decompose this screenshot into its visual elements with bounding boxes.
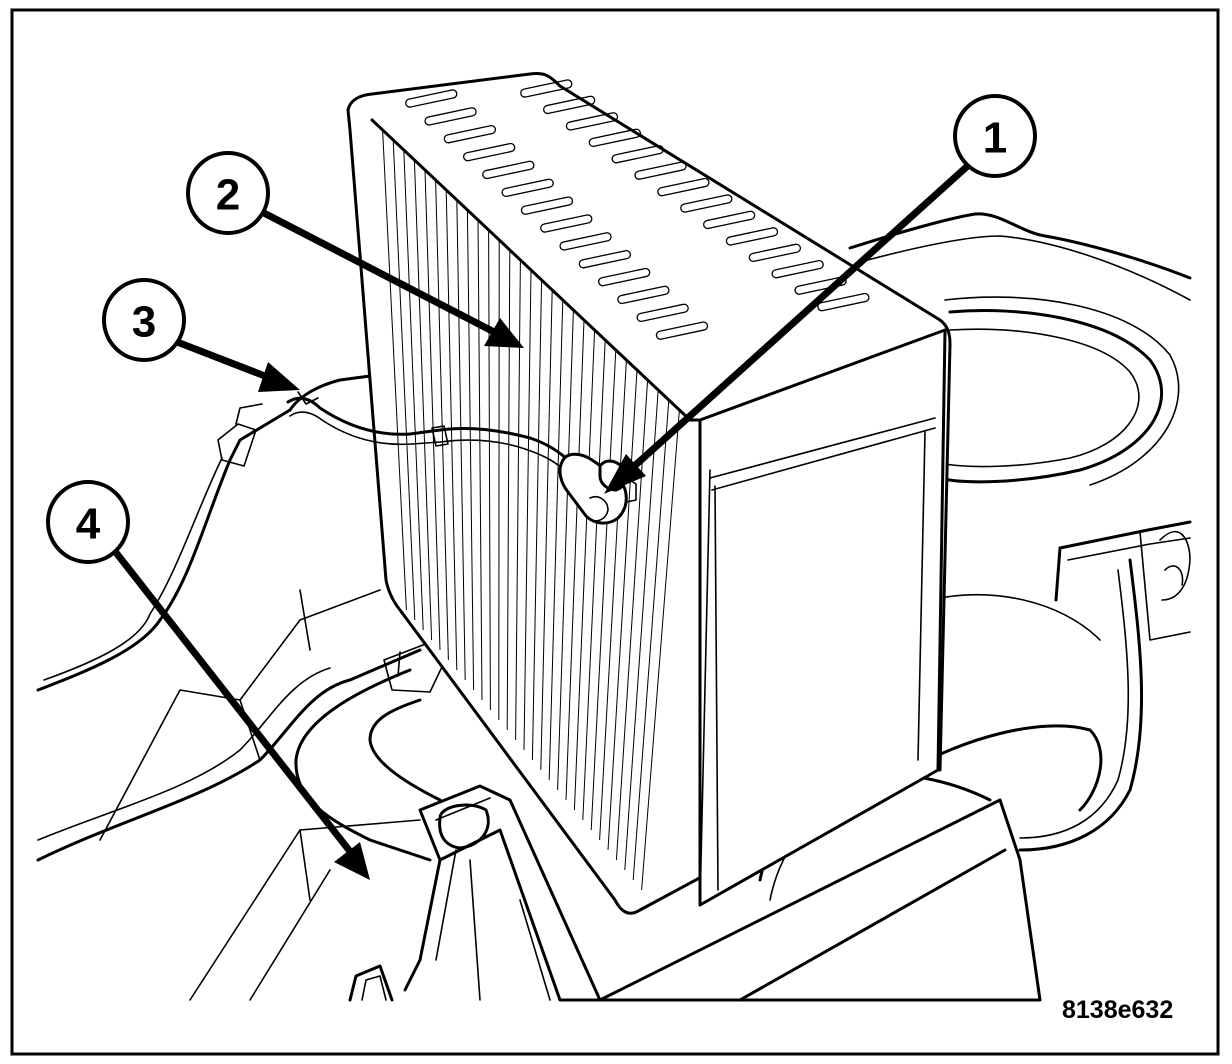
core-slot <box>501 178 554 198</box>
core-slot <box>424 107 477 126</box>
core-slot <box>725 227 779 246</box>
figure-id-label: 8138e632 <box>1062 996 1173 1024</box>
core-slot <box>443 124 497 144</box>
leader-line-3 <box>170 336 272 382</box>
core-slot <box>462 142 516 162</box>
core-slot <box>702 210 756 230</box>
callout-2: 2 <box>186 151 270 235</box>
core-slot <box>597 267 651 287</box>
core-fin-line <box>413 159 433 641</box>
callout-4: 4 <box>46 480 130 564</box>
arrowhead-4 <box>334 842 370 880</box>
svg-text:4: 4 <box>76 500 101 549</box>
core-slot <box>657 177 710 197</box>
core-slot <box>540 214 593 233</box>
leader-line-1 <box>627 159 975 473</box>
core-fin-line <box>531 279 543 761</box>
core-fin-line <box>557 309 574 791</box>
core-fin-line <box>515 259 521 741</box>
svg-text:1: 1 <box>983 114 1007 163</box>
core-slot <box>520 196 574 215</box>
core-fin-line <box>392 139 416 621</box>
core-fin-line <box>582 339 606 821</box>
core-fins <box>382 129 680 891</box>
svg-text:2: 2 <box>216 171 240 220</box>
core-slot <box>794 276 847 295</box>
core-fin-line <box>523 269 532 751</box>
evaporator-core <box>346 72 952 915</box>
core-fin-line <box>548 299 564 781</box>
core-slot <box>634 161 687 180</box>
core-fin-line <box>540 289 553 771</box>
core-fin-line <box>573 329 596 811</box>
core-slot <box>520 79 573 98</box>
core-fin-line <box>382 129 407 611</box>
core-fin-line <box>477 219 483 701</box>
core-fin-line <box>590 349 617 831</box>
core-fin-line <box>424 169 441 651</box>
core-slot <box>636 303 689 323</box>
core-slot <box>611 144 664 164</box>
callout-1: 1 <box>953 94 1037 178</box>
core-top-slots <box>405 79 870 340</box>
svg-text:3: 3 <box>132 298 156 347</box>
core-fin-line <box>435 179 449 661</box>
core-slot <box>482 160 535 180</box>
core-slot <box>542 95 596 115</box>
core-fin-line <box>632 399 670 881</box>
core-slot <box>617 285 670 305</box>
core-slot <box>405 89 458 108</box>
core-slot <box>655 321 709 340</box>
core-slot <box>588 128 642 148</box>
core-fin-line <box>641 409 680 891</box>
leader-line-4 <box>111 547 355 857</box>
core-fin-line <box>624 389 659 871</box>
core-slot <box>748 243 802 263</box>
core-fin-line <box>403 149 424 631</box>
leader-lines <box>111 159 975 880</box>
core-fin-line <box>466 209 475 691</box>
core-slot <box>565 112 619 131</box>
housing-drawing <box>36 212 1192 1002</box>
core-fin-line <box>565 319 585 801</box>
leader-line-2 <box>260 208 500 338</box>
core-fin-line <box>607 369 638 851</box>
core-slot <box>771 259 824 279</box>
core-slot <box>578 249 632 269</box>
core-fin-line <box>488 229 491 711</box>
arrowhead-3 <box>258 362 300 392</box>
callout-3: 3 <box>102 278 186 362</box>
core-slot <box>817 292 870 312</box>
core-fin-line <box>599 359 627 841</box>
arrowhead-1 <box>604 454 646 494</box>
core-slot <box>559 232 612 251</box>
arrowhead-2 <box>484 318 524 348</box>
core-slot <box>680 194 733 213</box>
